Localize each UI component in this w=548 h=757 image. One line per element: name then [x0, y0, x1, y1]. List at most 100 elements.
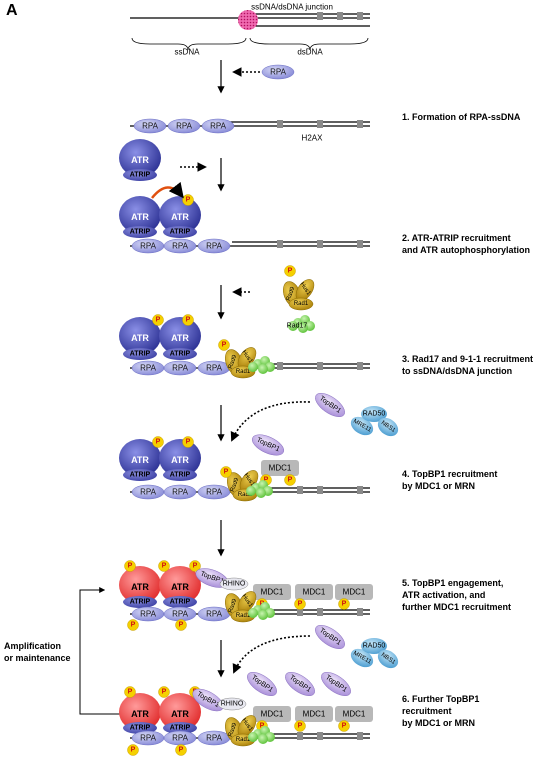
panel-label: A: [6, 2, 18, 19]
rhino-protein: [217, 697, 247, 711]
rpa-label: RPA: [206, 488, 223, 497]
phospho-label: P: [128, 689, 133, 696]
atrip-label: ATRIP: [130, 599, 151, 606]
rad17-subunit: [258, 734, 268, 744]
mdc1-label: MDC1: [303, 588, 326, 597]
atrip-label: ATRIP: [170, 229, 191, 236]
phospho-label: P: [193, 563, 198, 570]
h2ax-nucleosome: [357, 120, 363, 128]
mdc1-protein: [335, 706, 373, 722]
phospho-marker: [152, 436, 164, 448]
phospho-label: P: [179, 747, 184, 754]
h2ax-nucleosome: [317, 486, 323, 494]
mdc1-label: MDC1: [343, 710, 366, 719]
rpa-label: RPA: [140, 610, 157, 619]
phospho-label: P: [342, 601, 347, 608]
h2ax-nucleosome: [357, 12, 363, 20]
atr-label: ATR: [131, 155, 149, 165]
phospho-marker: [284, 474, 296, 486]
rad9-label: Rad9: [228, 598, 239, 614]
h2ax-nucleosome: [357, 240, 363, 248]
rad17-subunit: [256, 488, 266, 498]
atrip-label: ATRIP: [170, 725, 191, 732]
phospho-label: P: [186, 317, 191, 324]
mdc1-protein: [295, 584, 333, 600]
phospho-marker: [338, 598, 350, 610]
topbp1-protein: [315, 393, 345, 417]
mdc1-protein: [253, 706, 291, 722]
autophospho-arrow: [151, 181, 184, 199]
rpa-protein: [261, 64, 295, 80]
rpa-protein: [197, 238, 231, 254]
atr-protein: [159, 196, 201, 234]
step-1-caption: 1. Formation of RPA-ssDNA: [402, 112, 521, 122]
h2ax-label: H2AX: [302, 134, 324, 143]
rad50-label: RAD50: [363, 643, 386, 650]
atr-label: ATR: [131, 709, 149, 719]
mdc1-label: MDC1: [303, 710, 326, 719]
rad50-protein: [361, 638, 387, 654]
rad17-subunit: [258, 610, 268, 620]
rpa-protein: [133, 118, 167, 134]
rad17-subunit: [298, 323, 308, 333]
rpa-label: RPA: [206, 734, 223, 743]
phospho-label: P: [186, 197, 191, 204]
rpa-label: RPA: [176, 122, 193, 131]
h2ax-nucleosome: [357, 732, 363, 740]
atr-protein: [119, 693, 161, 731]
phospho-label: P: [186, 439, 191, 446]
phospho-marker: [158, 686, 170, 698]
rpa-label: RPA: [172, 734, 189, 743]
topbp1-protein: [247, 672, 277, 696]
topbp1-recruitment-arrow: [230, 401, 311, 442]
phospho-marker: [175, 619, 187, 631]
rhino-label: RHINO: [223, 581, 246, 588]
atr-label: ATR: [171, 333, 189, 343]
atr-protein: [159, 566, 201, 604]
atrip-label: ATRIP: [170, 472, 191, 479]
rpa-protein: [167, 118, 201, 134]
rad17-subunit: [248, 362, 258, 372]
phospho-marker: [152, 314, 164, 326]
phospho-marker: [182, 436, 194, 448]
phospho-label: P: [131, 622, 136, 629]
rad1-label: Rad1: [294, 301, 309, 307]
phospho-marker: [284, 265, 296, 277]
phospho-marker: [127, 744, 139, 756]
atr-protein: [119, 139, 161, 177]
ssdna-label: ssDNA: [175, 48, 201, 57]
phospho-label: P: [260, 723, 265, 730]
mdc1-label: MDC1: [269, 464, 292, 473]
mdc1-label: MDC1: [261, 588, 284, 597]
rpa-label: RPA: [270, 68, 287, 77]
h2ax-nucleosome: [317, 732, 323, 740]
mdc1-protein: [261, 460, 299, 476]
rpa-protein: [197, 484, 231, 500]
topbp1-protein: [285, 672, 315, 696]
h2ax-nucleosome: [317, 120, 323, 128]
phospho-label: P: [179, 622, 184, 629]
mdc1-protein: [253, 584, 291, 600]
topbp1-recruitment-arrow: [232, 635, 311, 674]
atr-protein: [119, 566, 161, 604]
rad17-subunit: [258, 364, 268, 374]
rpa-label: RPA: [142, 122, 159, 131]
rhino-protein: [219, 577, 249, 591]
atr-label: ATR: [171, 212, 189, 222]
phospho-marker: [182, 314, 194, 326]
atr-protein: [159, 693, 201, 731]
phospho-marker: [338, 720, 350, 732]
phospho-label: P: [156, 439, 161, 446]
step-5-caption: 5. TopBP1 engagement,ATR activation, and…: [402, 578, 512, 612]
h2ax-nucleosome: [317, 240, 323, 248]
h2ax-nucleosome: [357, 608, 363, 616]
mre11-protein: [350, 416, 374, 436]
rpa-label: RPA: [140, 488, 157, 497]
h2ax-nucleosome: [297, 486, 303, 494]
atr-label: ATR: [131, 212, 149, 222]
atrip-protein: [123, 596, 157, 608]
rpa-label: RPA: [210, 122, 227, 131]
